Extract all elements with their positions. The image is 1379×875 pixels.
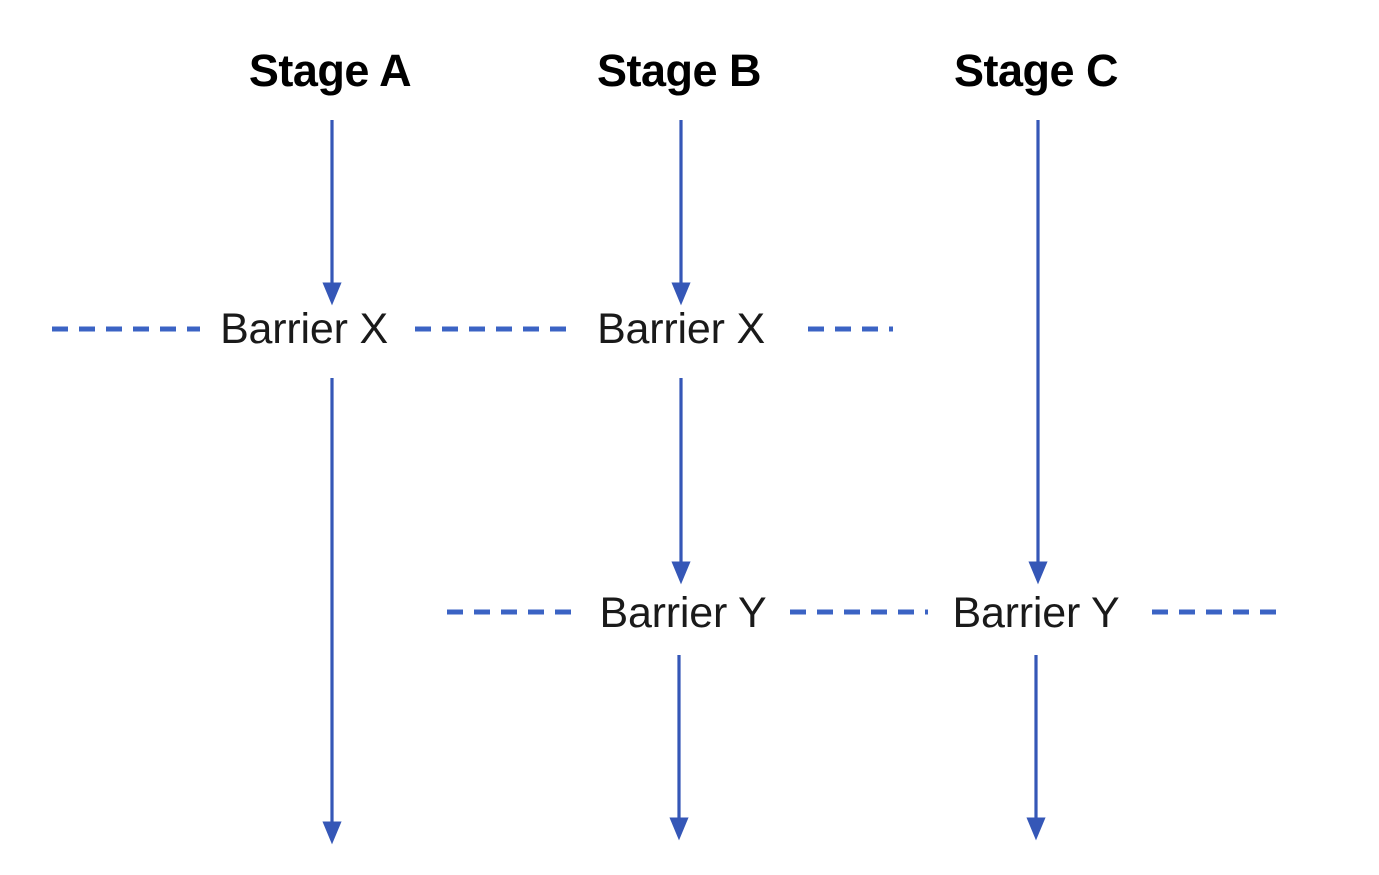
barrier-label-x-stage-a: Barrier X: [220, 305, 388, 353]
stage-header-c: Stage C: [953, 45, 1119, 96]
barrier-label-y-stage-c: Barrier Y: [952, 589, 1120, 637]
stage-header-a: Stage A: [248, 45, 412, 96]
dashed-barrier-line-group: [52, 326, 1283, 615]
stage-header-b: Stage B: [596, 45, 762, 96]
arrow-group: [322, 120, 1048, 845]
barrier-label-x-stage-b: Barrier X: [597, 305, 765, 353]
barrier-label-y-stage-b: Barrier Y: [599, 589, 767, 637]
